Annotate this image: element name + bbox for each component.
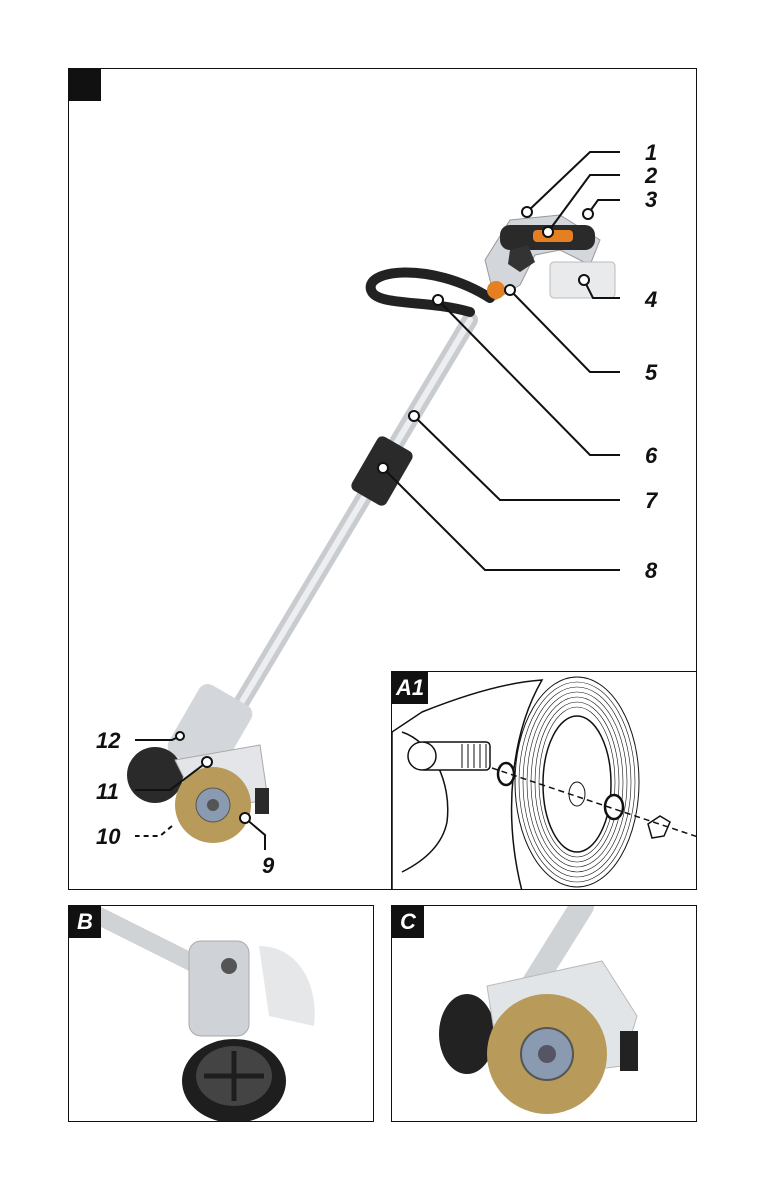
photo-panel-c-tag: C (392, 906, 424, 938)
photo-panel-b-tag: B (69, 906, 101, 938)
lock-button (487, 281, 505, 299)
callout-1: 1 (645, 142, 657, 164)
callout-10: 10 (96, 826, 120, 848)
callout-12: 12 (96, 730, 120, 752)
brush-head-photo (392, 906, 697, 1122)
detail-panel-a1: A1 (391, 671, 697, 890)
motor-rear-photo (69, 906, 374, 1122)
photo-panel-b: B (68, 905, 374, 1122)
callout-11: 11 (96, 781, 119, 803)
callout-7: 7 (645, 490, 657, 512)
callout-4: 4 (645, 289, 657, 311)
callout-8: 8 (645, 560, 657, 582)
guard-flap (255, 788, 269, 814)
brush-assembly-drawing (392, 672, 697, 890)
callout-9: 9 (262, 855, 274, 877)
bow-handle (371, 272, 490, 312)
callout-6: 6 (645, 445, 657, 467)
photo-panel-c: C (391, 905, 697, 1122)
detail-panel-tag: A1 (392, 672, 428, 704)
motor-cap (127, 747, 183, 803)
callout-2: 2 (645, 165, 657, 187)
callout-3: 3 (645, 189, 657, 211)
callout-5: 5 (645, 362, 657, 384)
